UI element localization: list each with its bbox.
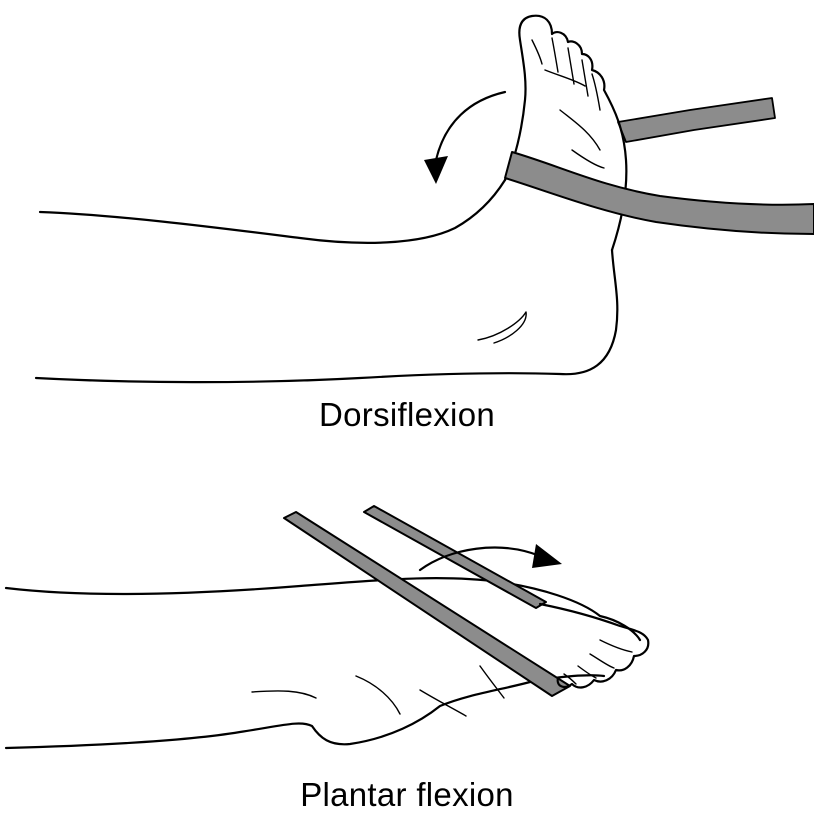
dorsiflexion-illustration xyxy=(0,0,814,400)
leg-outline-bottom xyxy=(36,250,617,382)
motion-arrow-dorsiflexion xyxy=(436,92,505,160)
leg-outline-bottom xyxy=(6,675,604,748)
resistance-band-back xyxy=(618,98,775,142)
plantar-flexion-panel: Plantar flexion xyxy=(0,470,814,812)
arch-lines xyxy=(252,666,504,716)
toe-lines xyxy=(532,38,604,168)
toe-lines xyxy=(564,640,632,684)
plantar-flexion-illustration xyxy=(0,470,814,770)
resistance-band-2 xyxy=(364,506,546,608)
dorsiflexion-panel: Dorsiflexion xyxy=(0,0,814,460)
leg-outline-top xyxy=(40,180,505,243)
arrow-head-plantar-flexion xyxy=(532,544,562,568)
foot-outline xyxy=(505,16,626,250)
plantar-flexion-caption: Plantar flexion xyxy=(0,776,814,814)
resistance-band-front xyxy=(505,152,814,234)
ankle-bone-line xyxy=(478,312,526,343)
leg-outline-top xyxy=(6,578,640,640)
arrow-head-dorsiflexion xyxy=(424,156,448,184)
dorsiflexion-caption: Dorsiflexion xyxy=(0,396,814,434)
